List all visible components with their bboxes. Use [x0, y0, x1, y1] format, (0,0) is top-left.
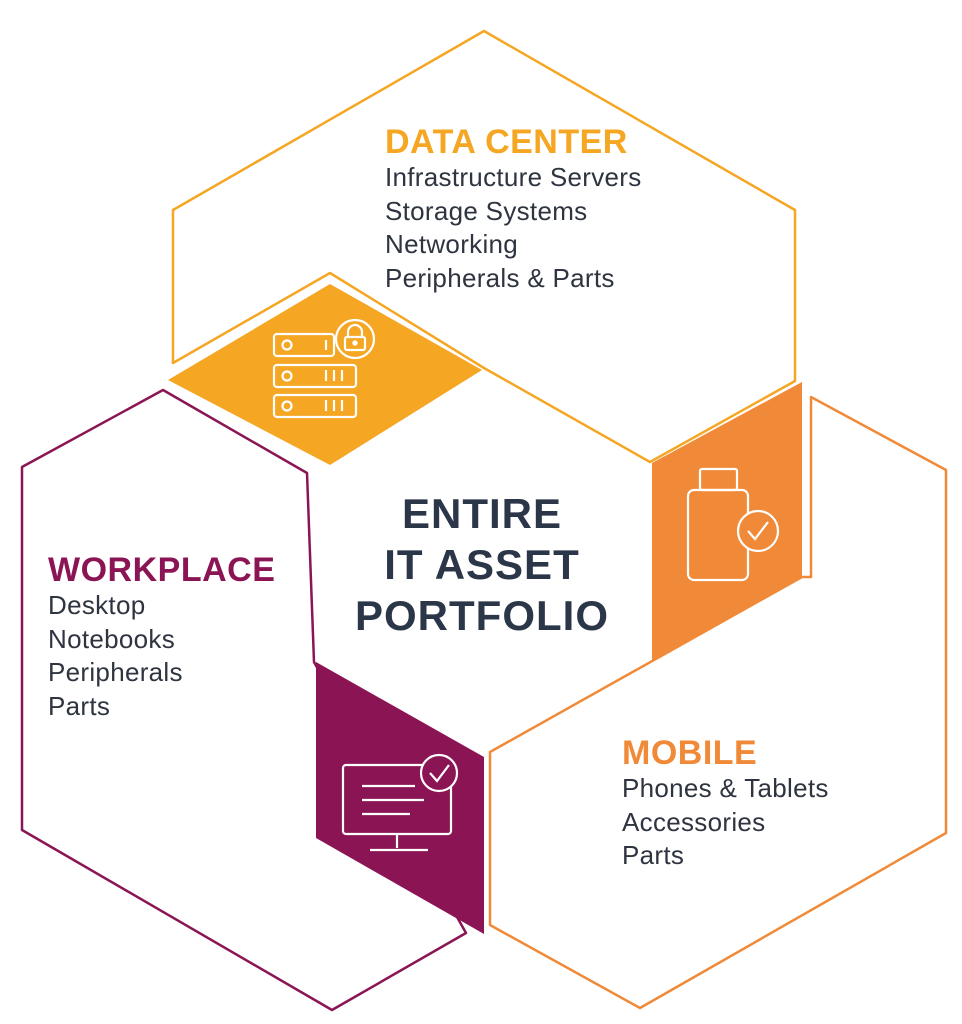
data-center-text-block: DATA CENTER Infrastructure Servers Stora… [385, 123, 642, 295]
list-item: Desktop [48, 590, 146, 620]
data-center-hexagon [171, 29, 797, 464]
monitor-check-icon [341, 753, 459, 852]
mobile-hexagon [488, 395, 948, 1010]
mobile-text-block: MOBILE Phones & Tablets Accessories Part… [622, 734, 829, 873]
data-center-title: DATA CENTER [385, 123, 628, 161]
workplace-item-list: Desktop Notebooks Peripherals Parts [48, 589, 275, 723]
mobile-item-list: Phones & Tablets Accessories Parts [622, 772, 829, 873]
list-item: Storage Systems [385, 195, 588, 226]
workplace-title: WORKPLACE [48, 551, 276, 589]
workplace-overlap-shape [316, 662, 484, 934]
list-item: Networking [385, 229, 519, 259]
list-item: Peripherals & Parts [385, 262, 615, 293]
center-title-line: IT ASSET [384, 541, 580, 588]
list-item: Accessories [622, 806, 766, 837]
list-item: Peripherals [48, 657, 183, 687]
list-item: Infrastructure Servers [385, 162, 642, 192]
list-item: Notebooks [48, 623, 175, 654]
mobile-title: MOBILE [622, 734, 758, 772]
list-item: Phones & Tablets [622, 773, 829, 803]
workplace-hexagon [20, 388, 468, 1012]
center-title-line: PORTFOLIO [355, 592, 609, 639]
list-item: Parts [622, 840, 685, 870]
usb-drive-check-icon [686, 467, 780, 582]
server-lock-icon [272, 318, 376, 419]
data-center-item-list: Infrastructure Servers Storage Systems N… [385, 161, 642, 295]
list-item: Parts [48, 690, 111, 721]
mobile-overlap-shape [652, 382, 802, 660]
center-title-line: ENTIRE [401, 490, 562, 537]
center-title: ENTIRE IT ASSET PORTFOLIO [300, 488, 664, 641]
workplace-text-block: WORKPLACE Desktop Notebooks Peripherals … [48, 551, 275, 723]
